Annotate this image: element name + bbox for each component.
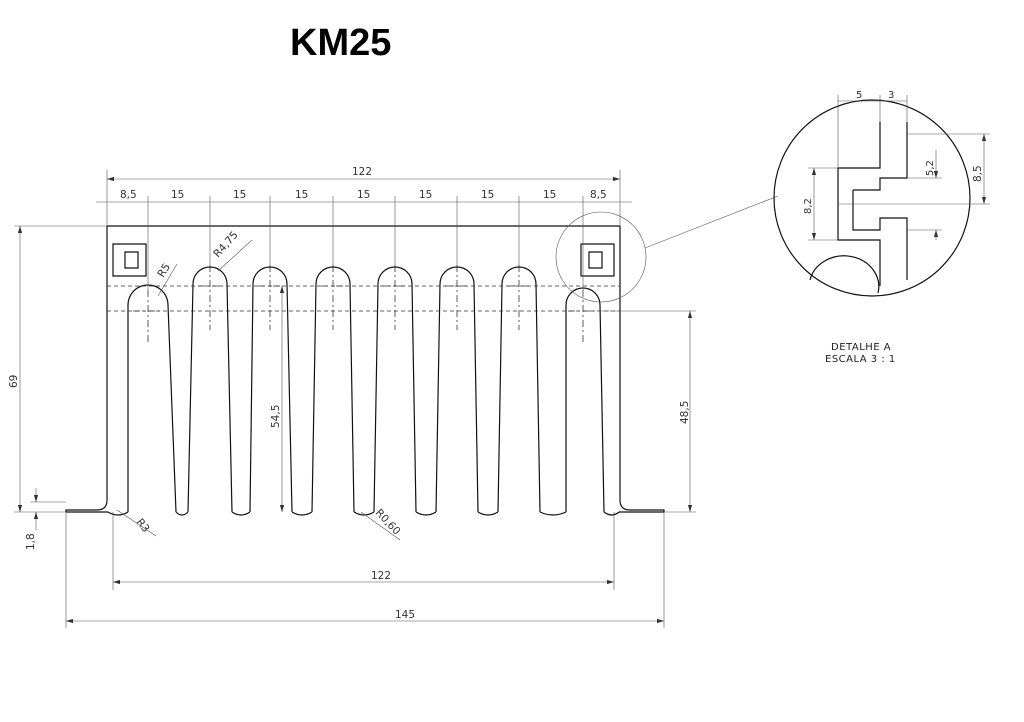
dim-pitch-5: 15 [419,189,432,201]
dim-fin-height: 54,5 [270,405,282,428]
detail-dim-82: 8,2 [803,198,814,214]
detail-a-view: 5 3 5,2 8,2 8,5 DETALHE A ESCALA 3 : 1 [773,90,990,365]
dim-overall-width-top: 122 [352,166,372,178]
dim-radius-r475: R4,75 [211,229,240,260]
dim-total-width: 145 [395,609,415,621]
dim-overall-width-bottom: 122 [371,570,391,582]
dim-radius-r3: R3 [134,516,152,534]
detail-dim-5: 5 [856,90,862,101]
dim-base-thickness: 1,8 [25,533,37,550]
detail-dim-52: 5,2 [925,160,936,176]
detail-label: DETALHE A [831,342,891,353]
dim-pitch-edge-right: 8,5 [590,189,607,201]
detail-dim-3: 3 [888,90,894,101]
dim-radius-r5: R5 [155,261,173,279]
dim-pitch-1: 15 [171,189,184,201]
dim-pitch-7: 15 [543,189,556,201]
detail-a-circle [773,99,971,297]
dim-height-total: 69 [8,375,20,388]
heatsink-profile [65,195,779,516]
dim-pitch-3: 15 [295,189,308,201]
dim-radius-r060: R0,60 [373,507,403,538]
dim-pitch-edge-left: 8,5 [120,189,137,201]
detail-scale: ESCALA 3 : 1 [825,354,896,365]
drawing-title: KM25 [290,22,391,64]
dim-slot-depth: 48,5 [679,401,691,424]
detail-a-callout-circle [555,211,647,303]
dim-pitch-4: 15 [357,189,370,201]
dim-pitch-6: 15 [481,189,494,201]
dim-pitch-2: 15 [233,189,246,201]
detail-dim-85: 8,5 [972,165,984,182]
